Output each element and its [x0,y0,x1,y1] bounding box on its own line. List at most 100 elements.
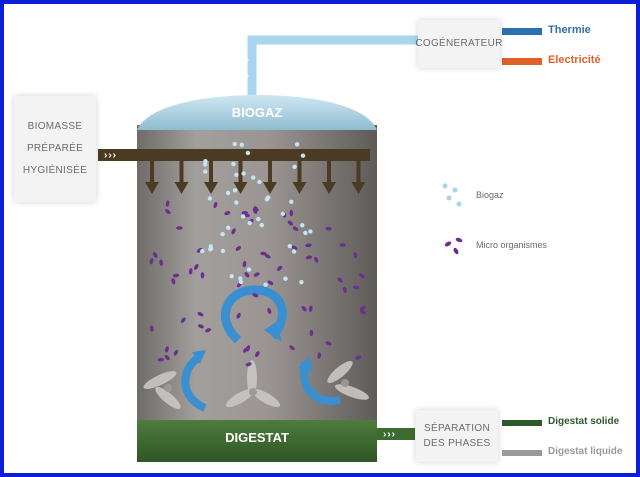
microorganism-dot [359,273,365,279]
feed-drop-arrowhead [174,182,189,194]
separation-box: SÉPARATION DES PHASES [416,410,498,462]
microorganism-dot [149,325,154,332]
agitator-propeller-right [327,361,370,400]
microorganism-dot [355,355,362,360]
biogas-bubble [203,162,208,167]
microorganism-dot [267,280,274,286]
microorganism-dot [165,200,170,207]
microorganism-dot [236,312,241,319]
biogas-bubble [232,141,237,147]
biogas-bubble [299,280,304,285]
biogas-bubble [291,249,297,254]
biomass-line-3: HYGIÉNISÉE [22,165,88,176]
biogas-bubble [263,282,268,287]
circulation-arrow-left [181,354,207,412]
feed-drops [145,161,366,194]
microorganism-dot [276,265,283,271]
feed-drop-stem [356,161,361,183]
feed-drop-arrowhead [351,182,366,194]
digestat-solide-label: Digestat solide [548,416,620,427]
microorganism-dot [360,309,366,315]
biogas-bubble [292,164,297,169]
microorganism-dot [253,206,259,212]
biogas-bubbles-icon [442,183,462,207]
microorganism-dot [317,352,322,359]
microorganism-dot [200,272,205,279]
microorganism-dot [153,252,158,258]
biogas-bubble [241,214,246,219]
microorganism-dot [180,317,186,323]
microorganism-dot [253,272,260,277]
biogas-bubble [229,274,234,279]
biogas-bubble [203,169,208,174]
thermie-line [502,28,542,35]
microorganism-dot [309,329,314,337]
microorganism-dot [197,324,204,329]
microorganism-dot [291,245,298,250]
biogas-bubble [220,232,225,237]
microorganism-dot [264,254,271,259]
biogaz-dome-label: BIOGAZ [231,105,283,120]
microorganism-dot [260,251,267,256]
biogas-bubble [280,211,286,216]
biomass-input-box: BIOMASSE PRÉPARÉE HYGIÉNISÉE [14,96,96,202]
digestat-solide-line [502,420,542,426]
biogas-bubble [234,200,239,205]
microorganism-dot [325,226,332,231]
feed-drop-stem [268,161,272,183]
electricite-line [502,58,542,65]
microorganism-dot [305,255,313,260]
microorganism-dot [244,272,250,278]
biogas-bubble [231,161,236,167]
microorganism-dot [176,226,183,230]
digestat-liquide-label: Digestat liquide [548,446,623,457]
gas-dome [137,95,377,130]
microorganism-dot [359,305,366,311]
microorganism-dot [205,328,212,333]
microorganism-dot [314,256,319,263]
separation-line-2: DES PHASES [423,438,491,449]
feed-drop-stem [238,161,243,183]
feed-arrows: ››› [104,150,117,161]
biogas-bubble [239,142,244,147]
biogas-bubble [246,267,252,272]
feed-drop-arrowhead [145,182,159,194]
microorganism-dot [325,341,332,346]
microorganism-dot [171,278,176,285]
biogas-bubble [308,229,313,234]
biogas-bubble [300,223,305,228]
digestate-base [137,420,377,462]
microorganism-icon [444,237,463,255]
feed-drop-stem [150,161,154,183]
microorganism-dot [241,210,248,215]
biogas-bubble [294,142,300,147]
microorganism-dot [305,243,312,248]
pipe-arrows: › [246,54,249,64]
right-arrowhead [298,356,312,372]
biogas-bubble [238,279,244,285]
microorganism-dot [164,209,171,214]
microorganism-dot [242,260,247,268]
biogas-bubble [256,216,261,222]
separation-line-1: SÉPARATION [424,423,490,434]
biomass-line-2: PRÉPARÉE [26,143,84,154]
microorganism-dot [252,293,259,298]
feed-drop-arrowhead [292,182,307,194]
feed-drop-arrowhead [233,182,248,194]
biogas-bubble [234,172,239,177]
feed-drop-stem [297,161,302,183]
microorganism-dot [224,211,231,216]
biogas-bubble [241,171,246,176]
thermie-label: Thermie [548,24,591,36]
microorganism-dot [188,268,193,275]
microorganism-dot [342,286,347,293]
microorganism-dot [173,349,179,356]
cogenerator-label: COGÉNERATEUR [415,38,503,49]
feed-pipe [98,149,370,161]
digestate-out-arrows: ››› [383,429,396,440]
microorganism-dot [231,228,236,235]
legend-biogaz-label: Biogaz [476,190,504,200]
circulation-arrowhead [264,322,282,342]
feed-drop-arrowhead [322,182,336,194]
